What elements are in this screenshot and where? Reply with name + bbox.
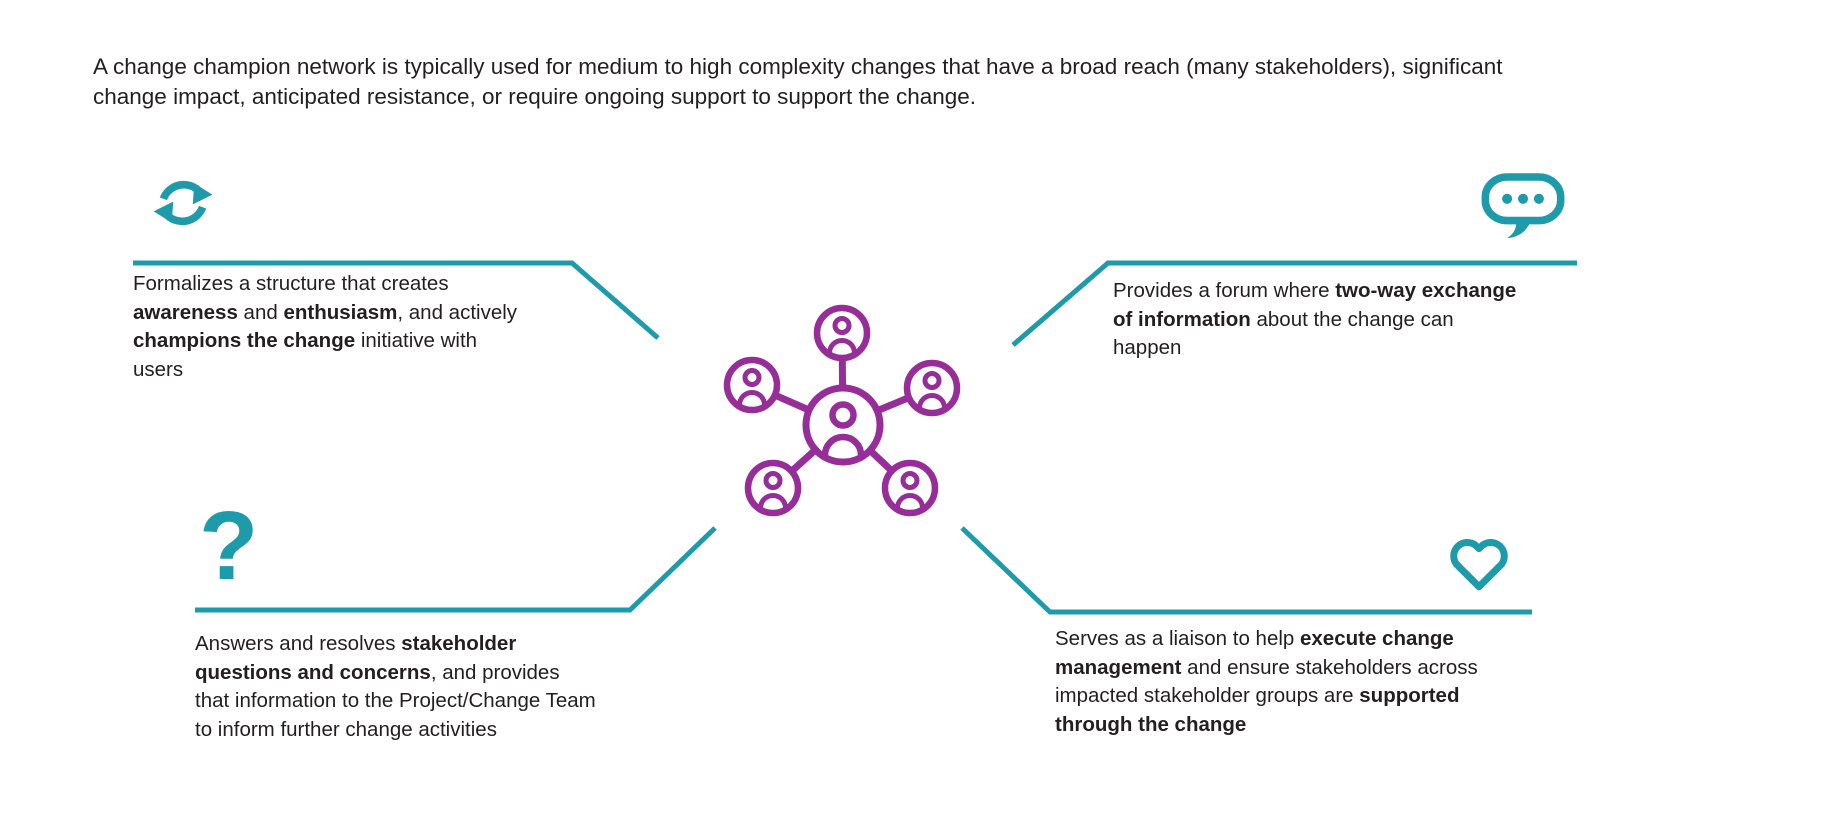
bottom-right-description: Serves as a liaison to help execute chan… xyxy=(1055,627,1478,736)
person-node-right xyxy=(903,359,961,417)
connector-top-left xyxy=(133,260,660,340)
refresh-cycle-icon xyxy=(153,180,213,226)
speech-bubble-icon xyxy=(1481,173,1565,239)
header-paragraph: A change champion network is typically u… xyxy=(93,54,1503,109)
connector-bottom-right xyxy=(960,526,1532,615)
person-node-left xyxy=(723,356,781,414)
network-satellite-nodes xyxy=(723,304,961,517)
heart-icon xyxy=(1450,538,1508,591)
person-node-center xyxy=(802,384,884,466)
person-node-bottom-left xyxy=(744,459,802,517)
person-node-bottom-right xyxy=(881,459,939,517)
question-mark-icon: ? xyxy=(199,491,259,600)
network-people-icon xyxy=(723,304,961,517)
connector-bottom-left xyxy=(195,526,717,613)
connector-top-right xyxy=(1011,260,1577,347)
person-node-top xyxy=(813,304,871,362)
